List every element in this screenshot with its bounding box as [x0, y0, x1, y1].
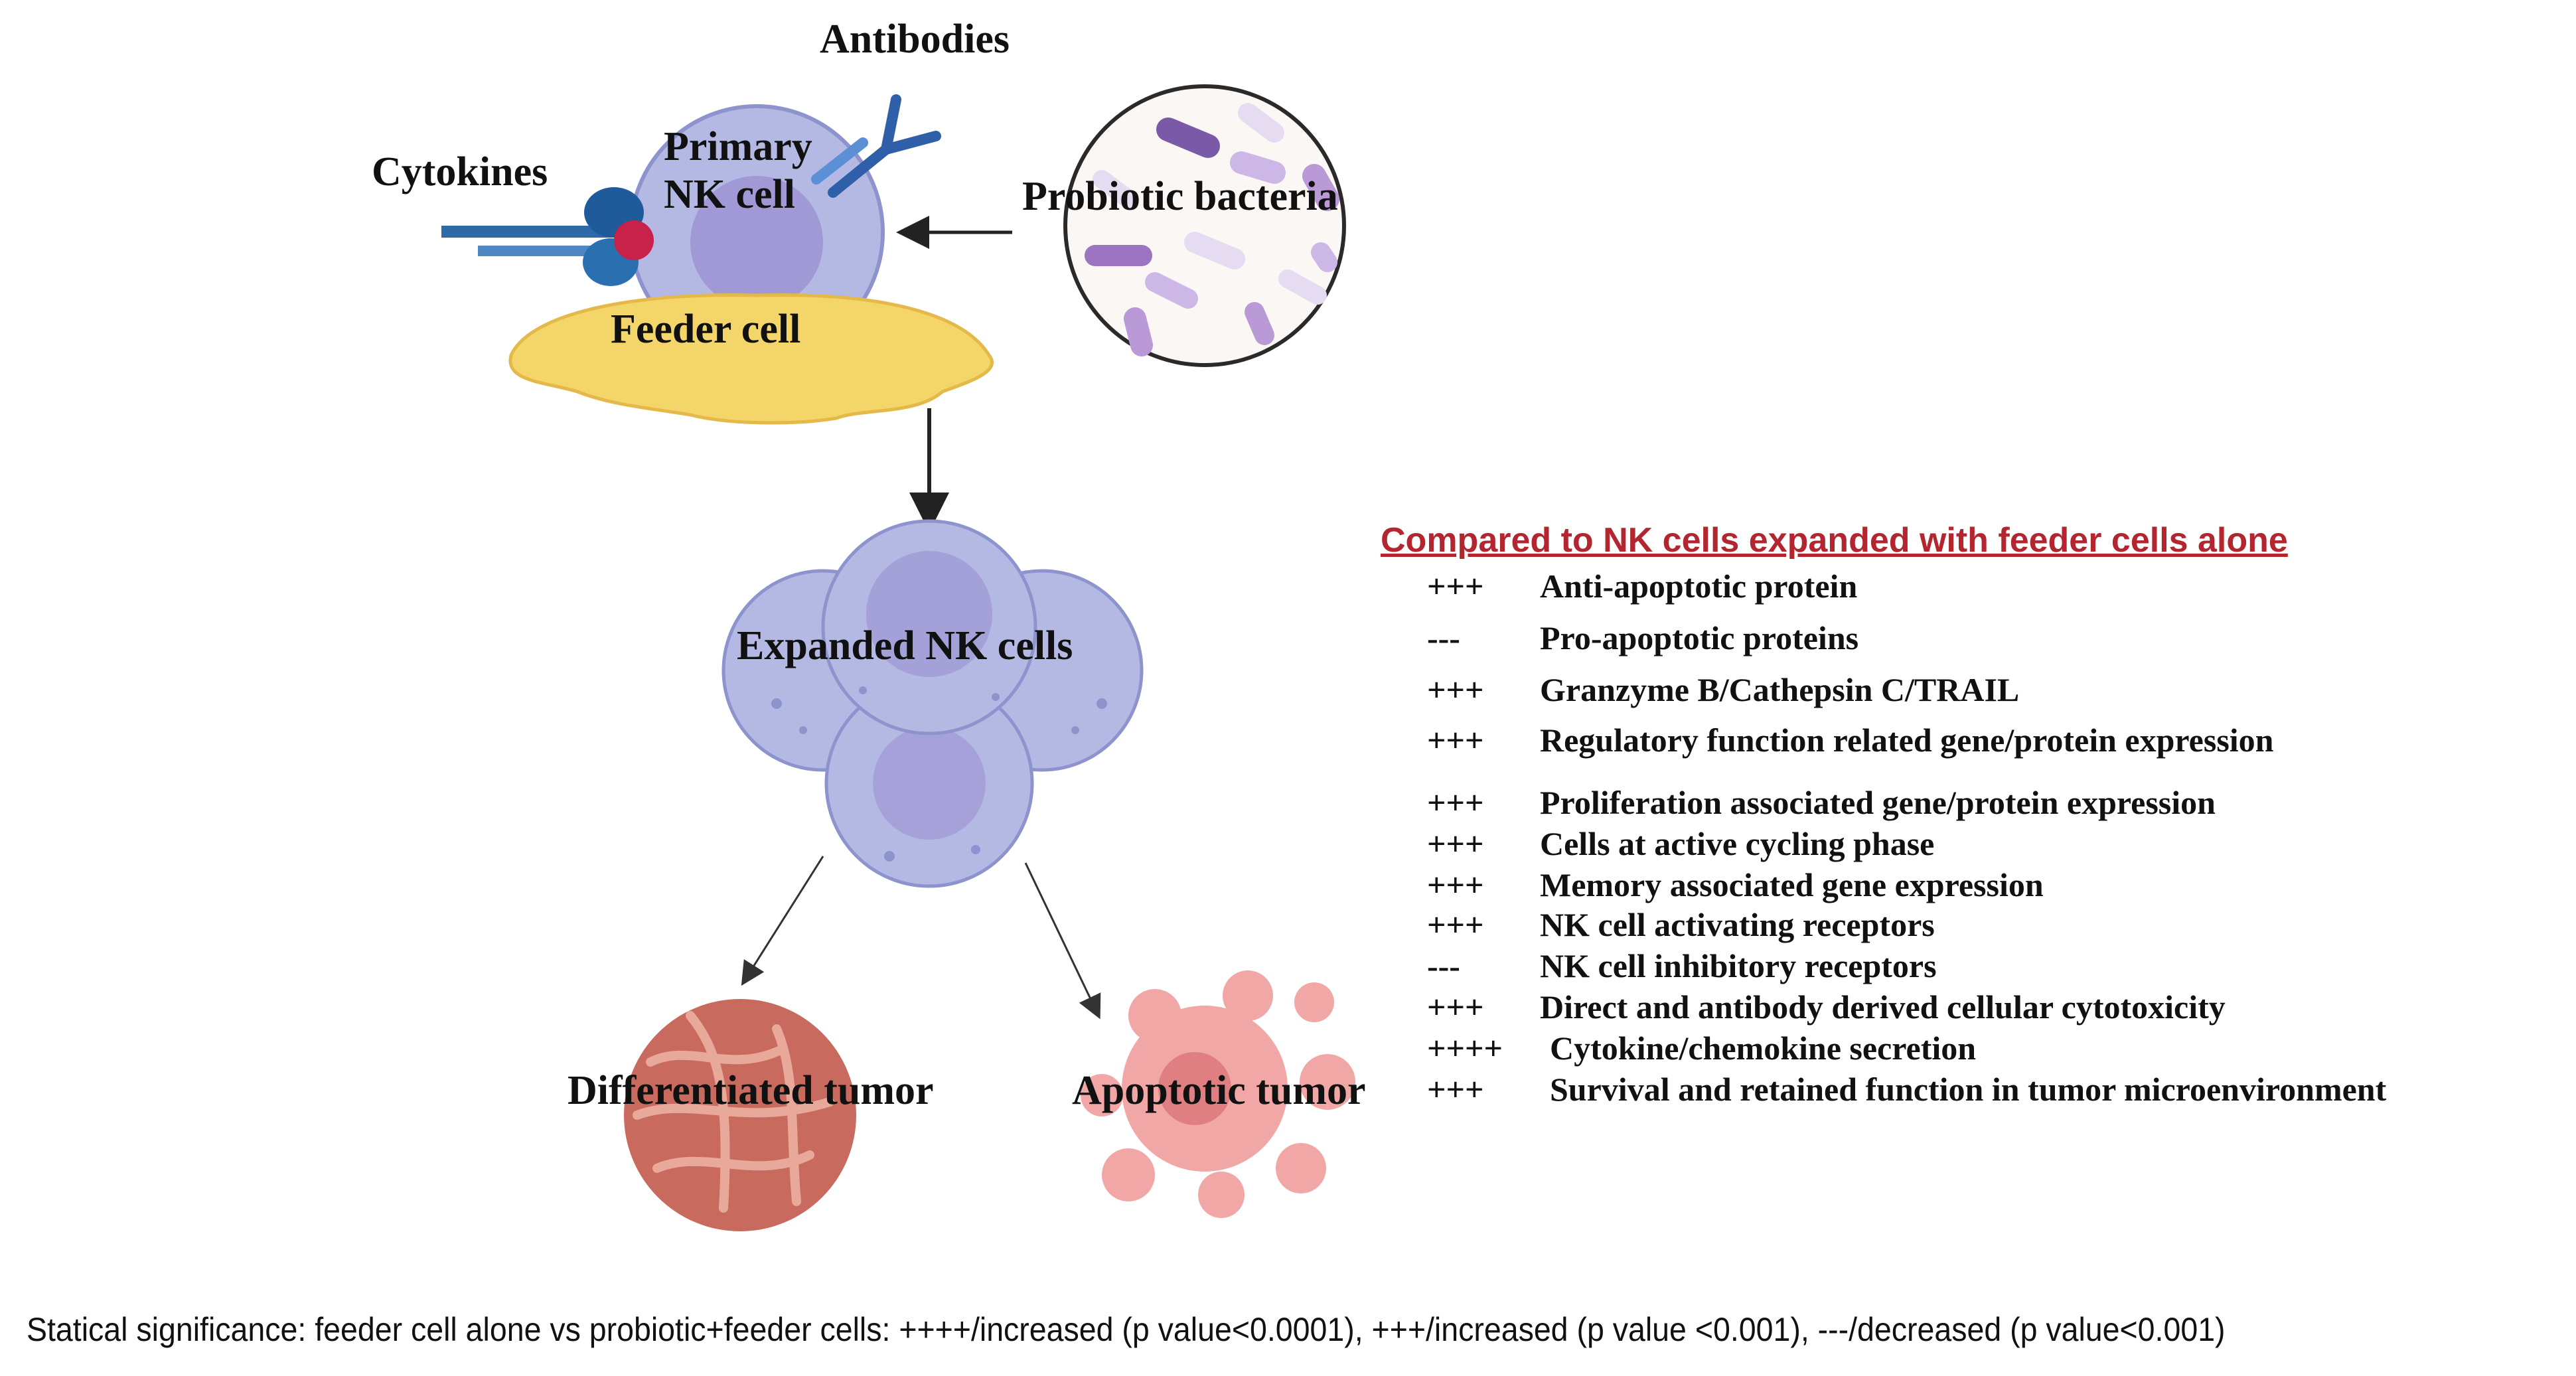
- legend-symbol: +++: [1427, 825, 1484, 862]
- legend-symbol: +++: [1427, 1071, 1484, 1108]
- legend-row: +++ Direct and antibody derived cellular …: [1427, 990, 2226, 1024]
- legend-symbol: ---: [1427, 619, 1460, 656]
- legend-row: +++ NK cell activating receptors: [1427, 908, 1935, 941]
- legend-symbol: +++: [1427, 988, 1484, 1026]
- legend-row: +++ Regulatory function related gene/prot…: [1427, 724, 2274, 757]
- label-primary: Primary: [664, 124, 812, 169]
- differentiated-tumor: [624, 999, 856, 1231]
- label-antibodies: Antibodies: [820, 17, 1010, 62]
- legend-row: +++ Anti-apoptotic protein: [1427, 570, 1857, 603]
- cytokine-receptor-icon: [441, 187, 654, 286]
- legend-text: Pro-apoptotic proteins: [1540, 619, 1859, 656]
- legend-symbol: +++: [1427, 906, 1484, 943]
- legend-row: +++ Cells at active cycling phase: [1427, 827, 1934, 860]
- expanded-nk-cells: [721, 519, 1144, 888]
- legend-symbol: +++: [1427, 722, 1484, 759]
- arrow-to-apoptotic: [1024, 862, 1101, 1020]
- legend-text: Cells at active cycling phase: [1540, 825, 1935, 862]
- legend-text: Direct and antibody derived cellular cyt…: [1540, 988, 2226, 1026]
- legend-symbol: +++: [1427, 568, 1484, 605]
- legend-symbol: +++: [1427, 866, 1484, 903]
- legend-title: Compared to NK cells expanded with feede…: [1381, 521, 2288, 560]
- label-nk-cell: NK cell: [664, 172, 795, 217]
- legend-text: Anti-apoptotic protein: [1540, 568, 1858, 605]
- feeder-cell: [508, 293, 994, 425]
- legend-text: Regulatory function related gene/protein…: [1540, 722, 2274, 759]
- legend-row: --- NK cell inhibitory receptors: [1427, 949, 1937, 982]
- legend-row: +++ Survival and retained function in tum…: [1427, 1073, 2386, 1106]
- label-probiotic-bacteria: Probiotic bacteria: [1022, 174, 1338, 219]
- legend-symbol: +++: [1427, 671, 1484, 708]
- legend-text: NK cell activating receptors: [1540, 906, 1935, 943]
- legend-symbol: +++: [1427, 784, 1484, 821]
- legend-symbol: ++++: [1427, 1030, 1503, 1067]
- legend-symbol: ---: [1427, 947, 1460, 984]
- legend-row: ++++ Cytokine/chemokine secretion: [1427, 1032, 1976, 1065]
- label-feeder-cell: Feeder cell: [611, 307, 801, 352]
- footer-significance-note: Statical significance: feeder cell alone…: [27, 1311, 2226, 1348]
- bacteria-circle: [1063, 84, 1346, 367]
- legend-text: NK cell inhibitory receptors: [1540, 947, 1937, 984]
- apoptotic-tumor: [1081, 970, 1355, 1218]
- legend-row: +++ Proliferation associated gene/protein…: [1427, 786, 2216, 819]
- legend-text: Memory associated gene expression: [1540, 866, 2044, 903]
- label-expanded-nk-cells: Expanded NK cells: [737, 623, 1073, 668]
- label-apoptotic-tumor: Apoptotic tumor: [1072, 1068, 1366, 1113]
- legend-row: +++ Granzyme B/Cathepsin C/TRAIL: [1427, 673, 2019, 706]
- legend-row: +++ Memory associated gene expression: [1427, 868, 2044, 901]
- legend-text: Granzyme B/Cathepsin C/TRAIL: [1540, 671, 2020, 708]
- legend-text: Proliferation associated gene/protein ex…: [1540, 784, 2216, 821]
- legend-row: --- Pro-apoptotic proteins: [1427, 621, 1858, 654]
- arrow-to-differentiated: [741, 856, 824, 986]
- legend-text: Cytokine/chemokine secretion: [1550, 1030, 1977, 1067]
- antibody-icon: [811, 94, 941, 198]
- label-differentiated-tumor: Differentiated tumor: [568, 1068, 934, 1113]
- label-cytokines: Cytokines: [372, 149, 548, 194]
- legend-text: Survival and retained function in tumor …: [1550, 1071, 2387, 1108]
